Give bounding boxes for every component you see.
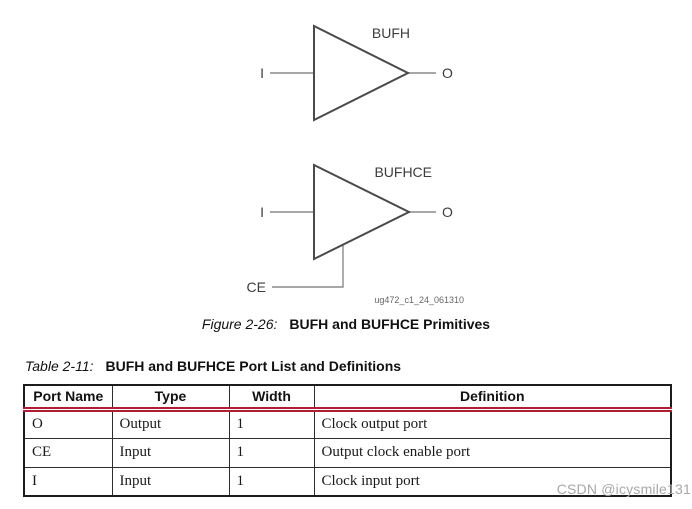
table-caption: Table 2-11: BUFH and BUFHCE Port List and… — [25, 358, 401, 375]
column-header-definition: Definition — [313, 384, 672, 412]
bufhce-triangle — [313, 163, 412, 261]
table-row: CE Input 1 Output clock enable port — [23, 437, 672, 468]
drawing-code-label: ug472_c1_24_061310 — [374, 295, 464, 305]
cell-type: Input — [111, 437, 230, 468]
table-row: I Input 1 Clock input port — [23, 466, 672, 497]
cell-port-name: CE — [23, 437, 113, 468]
column-header-width: Width — [228, 384, 315, 412]
bufh-input-label: I — [260, 65, 264, 81]
table-caption-number: Table 2-11: — [25, 358, 94, 374]
primitives-figure: BUFH I O BUFHCE I O CE ug472_c1_24_06131… — [247, 24, 464, 305]
table-header-row: Port Name Type Width Definition — [23, 384, 672, 412]
bufh-output-label: O — [442, 65, 453, 81]
bufhce-input-label: I — [260, 204, 264, 220]
figure-caption-title: BUFH and BUFHCE Primitives — [289, 316, 491, 332]
bufhce-symbol: BUFHCE I O CE — [247, 163, 453, 295]
cell-width: 1 — [228, 466, 315, 497]
bufhce-output-label: O — [442, 204, 453, 220]
bufh-symbol: BUFH I O — [260, 24, 453, 122]
table-caption-title: BUFH and BUFHCE Port List and Definition… — [105, 358, 402, 374]
cell-port-name: O — [23, 408, 113, 439]
figure-caption-number: Figure 2-26: — [201, 316, 278, 332]
bufhce-title-label: BUFHCE — [374, 164, 432, 180]
cell-type: Output — [111, 408, 230, 439]
table-row: O Output 1 Clock output port — [23, 408, 672, 439]
cell-width: 1 — [228, 437, 315, 468]
cell-port-name: I — [23, 466, 113, 497]
port-definitions-table: Port Name Type Width Definition O Output… — [23, 384, 672, 497]
bufhce-enable-label: CE — [247, 279, 266, 295]
column-header-type: Type — [111, 384, 230, 412]
cell-definition: Clock output port — [313, 408, 672, 439]
bufh-title-label: BUFH — [372, 25, 410, 41]
cell-type: Input — [111, 466, 230, 497]
csdn-watermark: CSDN @icysmile131 — [556, 481, 691, 497]
cell-definition: Clock input port — [313, 466, 672, 497]
figure-caption: Figure 2-26: BUFH and BUFHCE Primitives — [0, 315, 692, 333]
cell-width: 1 — [228, 408, 315, 439]
column-header-port-name: Port Name — [23, 384, 113, 412]
bufh-triangle — [313, 24, 411, 122]
cell-definition: Output clock enable port — [313, 437, 672, 468]
bufhce-enable-line — [272, 245, 344, 288]
